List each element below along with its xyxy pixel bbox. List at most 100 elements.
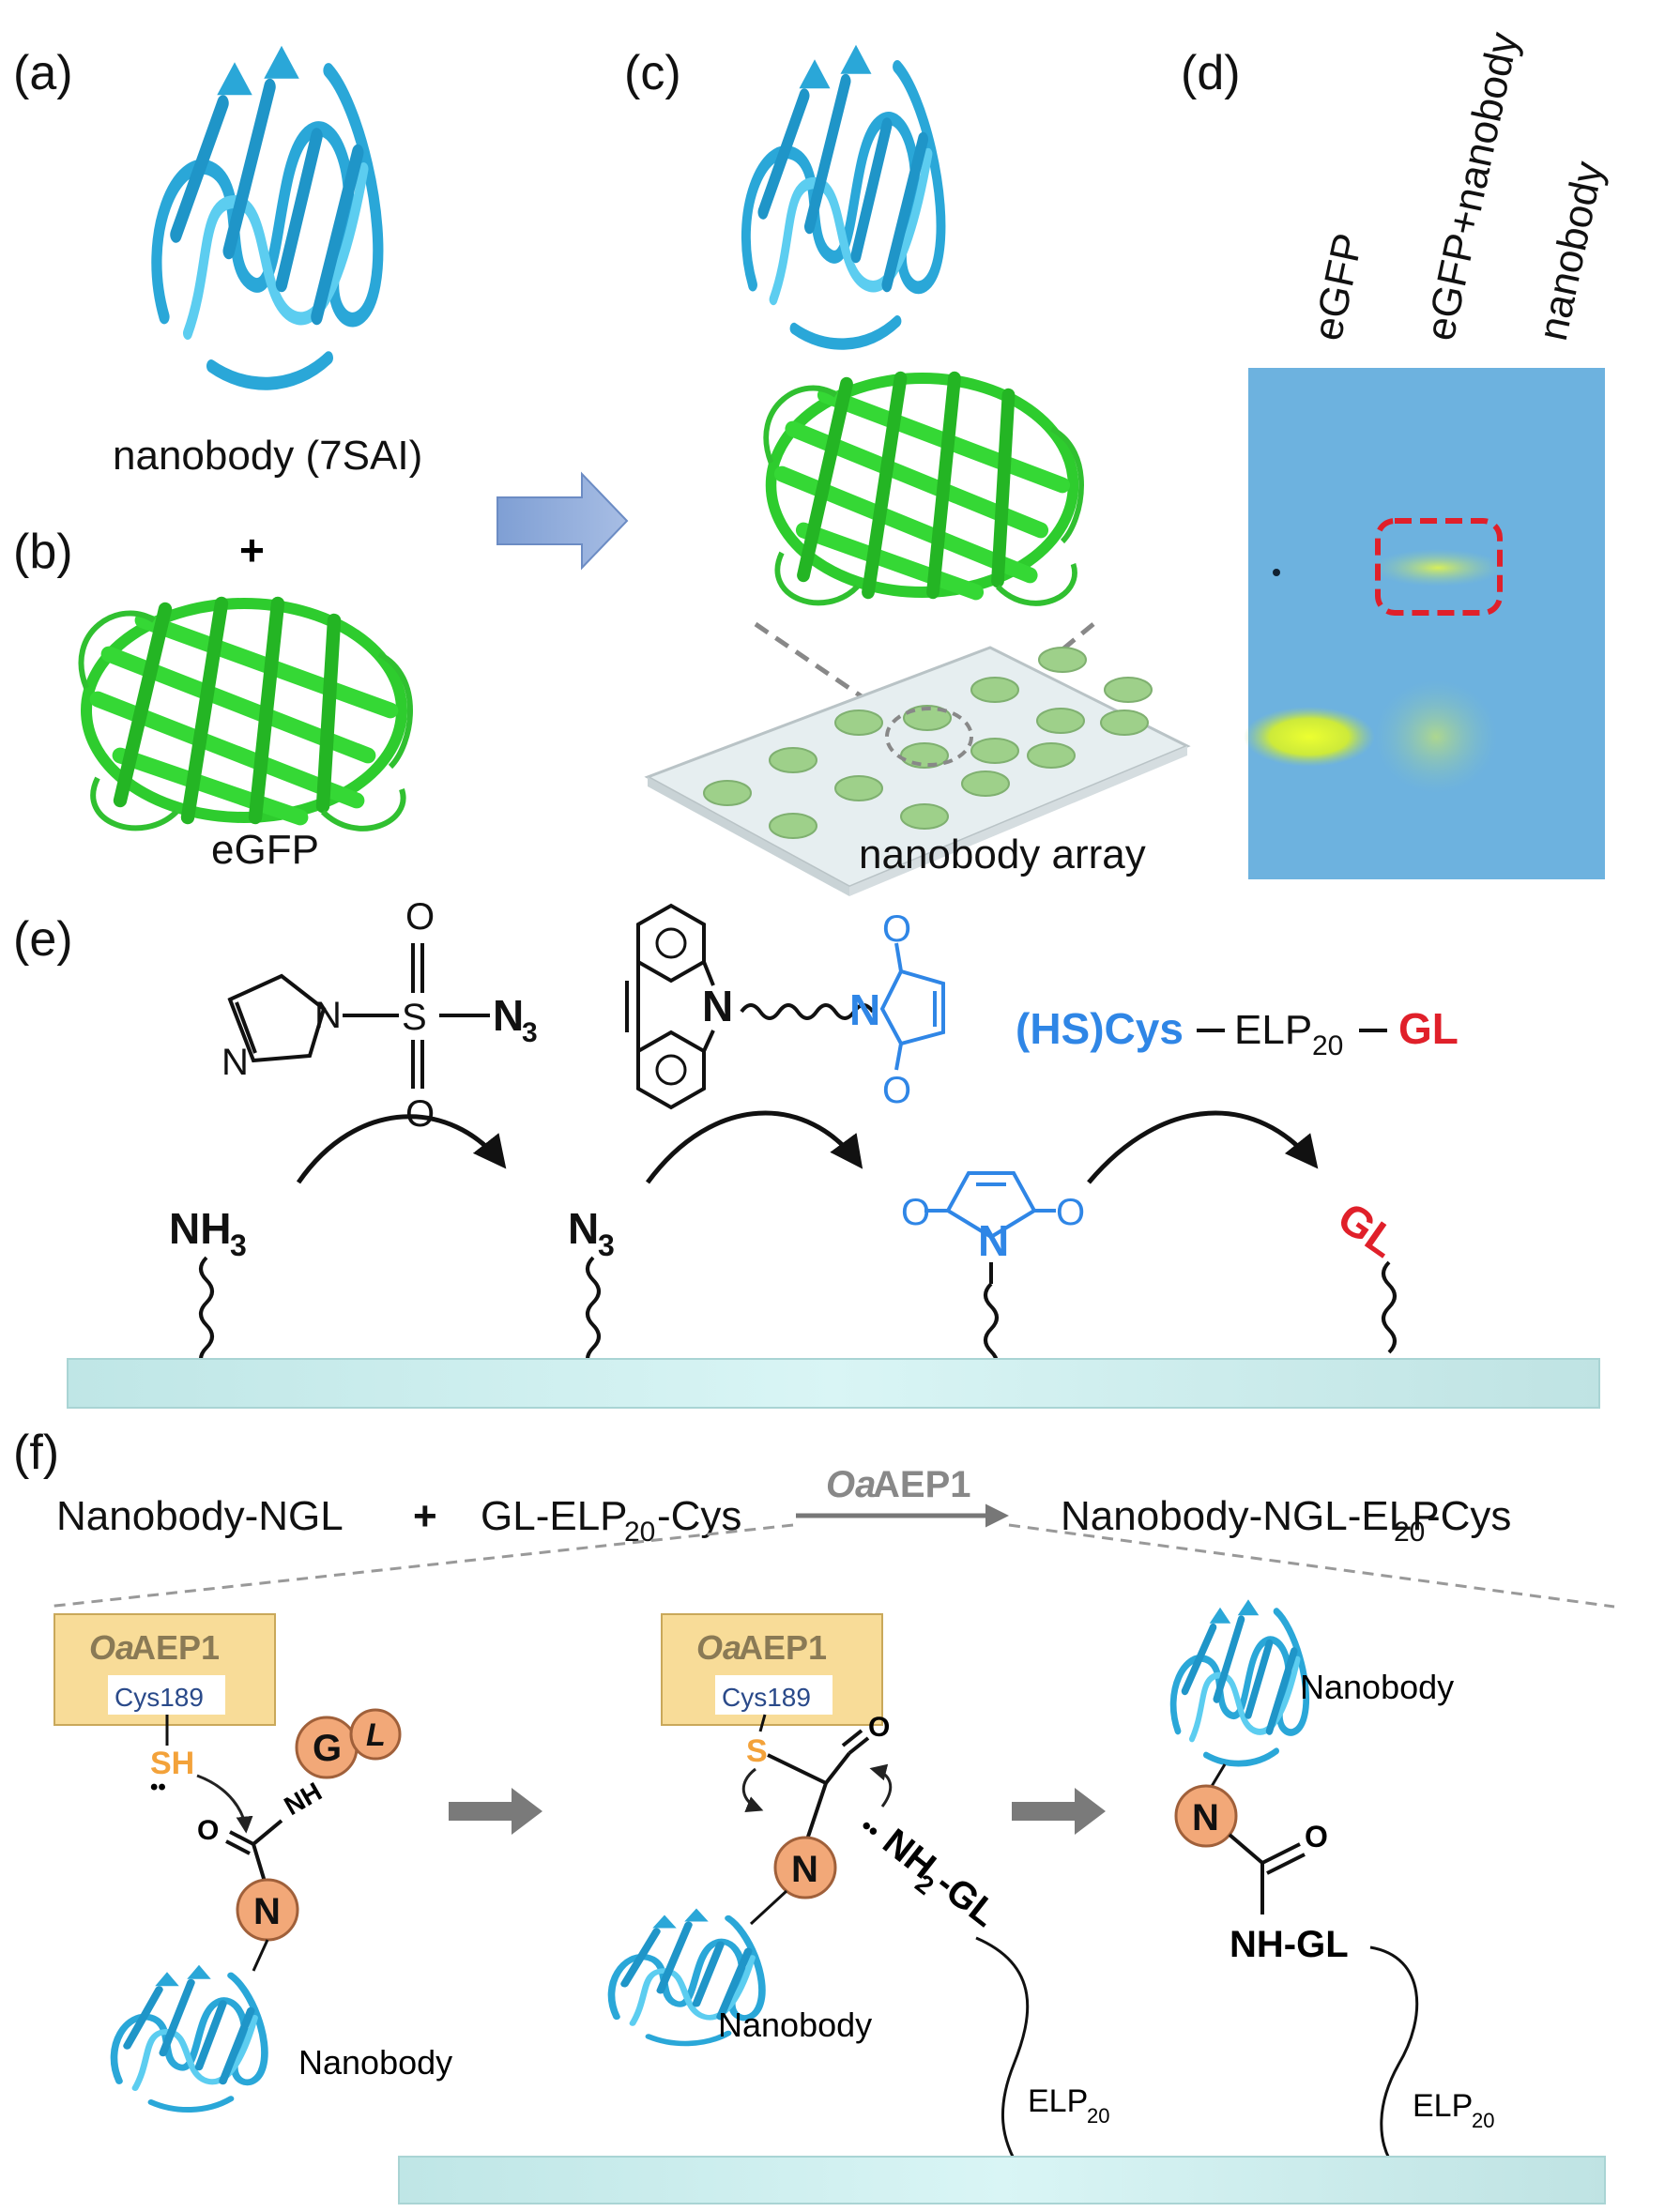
egfp-structure-icon — [81, 603, 410, 829]
egfp-caption: eGFP — [211, 827, 319, 873]
svg-text:AEP1: AEP1 — [131, 1628, 220, 1667]
arrow-step-e1 — [296, 1114, 507, 1184]
svg-text:N: N — [493, 991, 524, 1040]
svg-text:3: 3 — [522, 1017, 538, 1048]
step1-nanobody-icon — [114, 1965, 264, 2110]
svg-text:O: O — [868, 1712, 890, 1743]
step1-nanobody-label: Nanobody — [298, 2043, 452, 2082]
svg-text:N: N — [1192, 1797, 1219, 1838]
svg-text:O: O — [405, 896, 435, 938]
svg-text:Cys189: Cys189 — [115, 1683, 204, 1712]
step2-nh2-gl: •• NH 2 -GL — [855, 1812, 1005, 1935]
surface-nh3: NH 3 — [169, 1204, 247, 1372]
svg-text:N: N — [568, 1204, 599, 1253]
svg-text:N: N — [978, 1216, 1009, 1265]
surface-slab-f — [398, 2156, 1606, 2204]
svg-text:GL: GL — [1398, 1004, 1459, 1053]
reagent-dbco-maleimide: N N O O — [625, 903, 945, 1111]
step-arrow-1-icon — [449, 1788, 542, 1835]
step3-elp: ELP — [1413, 2088, 1473, 2124]
svg-text:-Cys: -Cys — [1427, 1493, 1511, 1539]
reagent-imidazole-sulfonyl-azide: N N S O O N 3 — [221, 896, 538, 1135]
svg-text:GL-ELP: GL-ELP — [481, 1493, 628, 1539]
lane-label-egfp: eGFP — [1305, 229, 1372, 344]
svg-text:G: G — [313, 1728, 342, 1769]
panel-c-label: (c) — [624, 46, 681, 100]
panel-e-label: (e) — [13, 912, 73, 967]
complex-highlight-box — [1375, 518, 1503, 616]
combine-arrow-icon — [496, 471, 629, 571]
panel-d-label: (d) — [1181, 46, 1241, 100]
panel-a-label: (a) — [13, 46, 73, 100]
residue-l — [349, 1708, 402, 1761]
band-complex — [1372, 549, 1504, 587]
svg-text:L: L — [366, 1717, 386, 1753]
svg-text:O: O — [1056, 1192, 1085, 1233]
plus-sign: + — [239, 526, 265, 574]
svg-text:Cys189: Cys189 — [722, 1683, 811, 1712]
svg-text:NH: NH — [169, 1204, 231, 1253]
step2-enzyme-box: Oa AEP1 Cys189 — [661, 1613, 883, 1726]
arrow-step-e2 — [645, 1110, 863, 1184]
surface-slab-e — [67, 1358, 1600, 1409]
svg-text:••: •• — [855, 1812, 886, 1845]
svg-text:S: S — [402, 997, 427, 1038]
svg-text:Oa: Oa — [696, 1628, 741, 1667]
arrow-step-e3 — [1087, 1110, 1319, 1184]
step2-nanobody-label: Nanobody — [718, 2006, 872, 2044]
svg-text:N: N — [314, 995, 342, 1036]
step1-sh: SH — [150, 1746, 194, 1781]
svg-text:20: 20 — [1472, 2109, 1494, 2132]
nanobody-structure-icon — [157, 46, 378, 384]
svg-text:N: N — [221, 1042, 249, 1083]
step2-elp: ELP — [1028, 2083, 1088, 2119]
svg-text:AEP1: AEP1 — [739, 1628, 827, 1667]
step1-enzyme-box: Oa AEP1 Cys189 — [53, 1613, 276, 1726]
svg-text:N: N — [849, 985, 880, 1034]
svg-text:ELP: ELP — [1234, 1007, 1312, 1053]
zoom-line-f-left — [46, 1523, 794, 1609]
svg-text:20: 20 — [1394, 1517, 1425, 1548]
nanobody-caption: nanobody (7SAI) — [113, 433, 422, 479]
step3-nhgl: NH-GL — [1230, 1924, 1349, 1965]
array-caption: nanobody array — [859, 831, 1146, 877]
surface-n3: N 3 — [568, 1204, 615, 1372]
svg-text:O: O — [197, 1815, 219, 1846]
svg-text:O: O — [1305, 1820, 1328, 1854]
svg-text:Oa: Oa — [89, 1628, 134, 1667]
svg-text:O: O — [405, 1093, 435, 1135]
svg-text:Nanobody-NGL: Nanobody-NGL — [56, 1493, 344, 1539]
reaction-equation: Nanobody-NGL + GL-ELP 20 -Cys Oa AEP1 Na… — [56, 1464, 1511, 1548]
svg-text:N: N — [702, 982, 733, 1030]
step3-nanobody-icon — [1173, 1599, 1306, 1763]
zoom-line-f-right — [1008, 1523, 1615, 1609]
svg-text:N: N — [253, 1891, 281, 1932]
svg-text:GL: GL — [1329, 1193, 1406, 1267]
svg-text:3: 3 — [598, 1228, 615, 1262]
reagent-cys-elp-gl: (HS)Cys ELP 20 GL — [1016, 1004, 1459, 1061]
bound-egfp-icon — [766, 378, 1081, 603]
zoom-line-left — [754, 621, 926, 742]
svg-text:O: O — [882, 908, 911, 950]
panel-f-label: (f) — [13, 1426, 59, 1480]
svg-text:+: + — [413, 1493, 437, 1539]
svg-text:-GL: -GL — [928, 1863, 1004, 1935]
step3-nanobody-label: Nanobody — [1300, 1668, 1454, 1706]
lane-label-nanobody: nanobody — [1530, 158, 1612, 344]
svg-text:20: 20 — [1312, 1030, 1343, 1061]
svg-text:Nanobody-NGL-ELP: Nanobody-NGL-ELP — [1061, 1493, 1440, 1539]
band-egfp — [1244, 707, 1375, 767]
svg-text:NH: NH — [280, 1777, 328, 1821]
residue-n-step2 — [773, 1836, 837, 1899]
panel-b-label: (b) — [13, 525, 73, 579]
surface-gl: GL — [1329, 1193, 1406, 1354]
surface-maleimide: O O N — [901, 1171, 1085, 1376]
svg-text:3: 3 — [230, 1228, 247, 1262]
svg-text:(HS)Cys: (HS)Cys — [1016, 1004, 1184, 1053]
svg-text:N: N — [791, 1849, 818, 1890]
svg-text:O: O — [882, 1070, 911, 1111]
step-arrow-2-icon — [1012, 1788, 1106, 1835]
svg-text:Oa: Oa — [826, 1464, 876, 1505]
step2-s: S — [746, 1733, 768, 1769]
